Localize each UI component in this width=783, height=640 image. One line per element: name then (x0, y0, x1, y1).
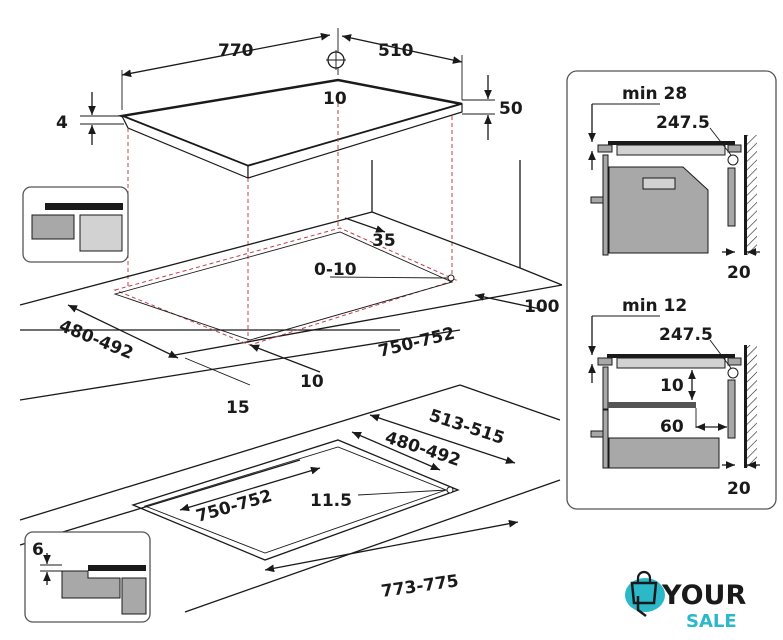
oven-min-gap-label: min 28 (622, 84, 687, 104)
hob-width-label: 770 (218, 41, 254, 61)
logo-word-your: YOUR (661, 580, 746, 611)
drawer-vent-label: 247.5 (659, 325, 713, 345)
drawer-wall-gap-label: 20 (727, 479, 751, 499)
oven-vent-label: 247.5 (656, 113, 710, 133)
flush-inner-width-label: 750-752 (194, 486, 275, 527)
rear-gap-label: 60 (660, 417, 684, 437)
yoursale-logo: YOUR SALE (625, 570, 746, 632)
flush-inner-depth-label: 480-492 (382, 428, 462, 471)
worktop-standard (19, 160, 563, 401)
glass-thickness-label: 4 (56, 113, 68, 133)
cutout-depth-label: 480-492 (56, 316, 136, 364)
front-margin-label: 10 (300, 372, 324, 392)
connector-label: 10 (323, 89, 347, 109)
hob-drawing (80, 28, 495, 345)
side-clearance-label: 100 (524, 297, 560, 317)
flush-outer-width-label: 773-775 (380, 571, 460, 602)
front-clearance-label: 15 (226, 398, 250, 418)
cutout-width-label: 750-752 (376, 324, 457, 362)
oven-wall-gap-label: 20 (727, 263, 751, 283)
worktop-flush (19, 384, 561, 613)
drawer-min-gap-label: min 12 (622, 296, 687, 316)
oven-side-view (588, 103, 760, 256)
tolerance-label: 0-10 (314, 260, 357, 280)
corner-radius-label: 11.5 (310, 491, 352, 511)
hob-height-label: 50 (499, 99, 523, 119)
hob-depth-label: 510 (378, 41, 414, 61)
inset-standard-profile (22, 186, 129, 263)
shopping-bag-icon (630, 581, 658, 605)
flush-outer-depth-label: 513-515 (426, 406, 506, 449)
shelf-gap-label: 10 (660, 376, 684, 396)
drawer-side-view (588, 315, 760, 469)
side-views-panel (566, 70, 777, 510)
rebate-depth-label: 6 (32, 540, 44, 560)
inset-flush-profile (24, 531, 151, 623)
rear-clearance-label: 35 (372, 231, 396, 251)
logo-word-sale: SALE (686, 611, 737, 632)
